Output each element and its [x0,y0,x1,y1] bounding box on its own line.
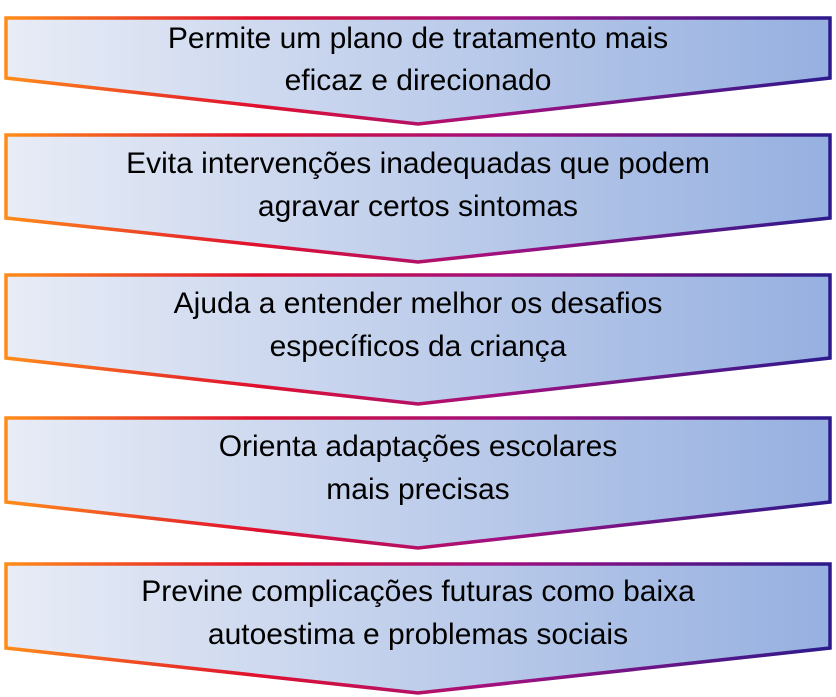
step-1: Permite um plano de tratamento mais efic… [4,16,832,126]
step-4: Orienta adaptações escolares mais precis… [4,416,832,550]
step-text-line-1: Ajuda a entender melhor os desafios [174,287,663,320]
step-text-line-2: específicos da criança [270,330,567,363]
step-2: Evita intervenções inadequadas que podem… [4,133,832,264]
step-text-line-2: eficaz e direcionado [285,64,552,97]
step-text-line-1: Permite um plano de tratamento mais [168,22,668,55]
step-arrow-shape [4,562,832,695]
step-text-line-1: Evita intervenções inadequadas que podem [126,147,710,180]
step-text-line-1: Orienta adaptações escolares [219,430,618,463]
step-arrow-shape [4,16,832,126]
step-arrow-shape [4,133,832,264]
step-arrow-shape [4,273,832,406]
step-text-line-2: autoestima e problemas sociais [208,618,628,651]
step-3: Ajuda a entender melhor os desafios espe… [4,273,832,406]
step-text-line-1: Previne complicações futuras como baixa [141,575,695,608]
step-text-line-2: agravar certos sintomas [258,190,578,223]
step-text-line-2: mais precisas [326,473,509,506]
step-5: Previne complicações futuras como baixa … [4,562,832,695]
step-arrow-shape [4,416,832,550]
